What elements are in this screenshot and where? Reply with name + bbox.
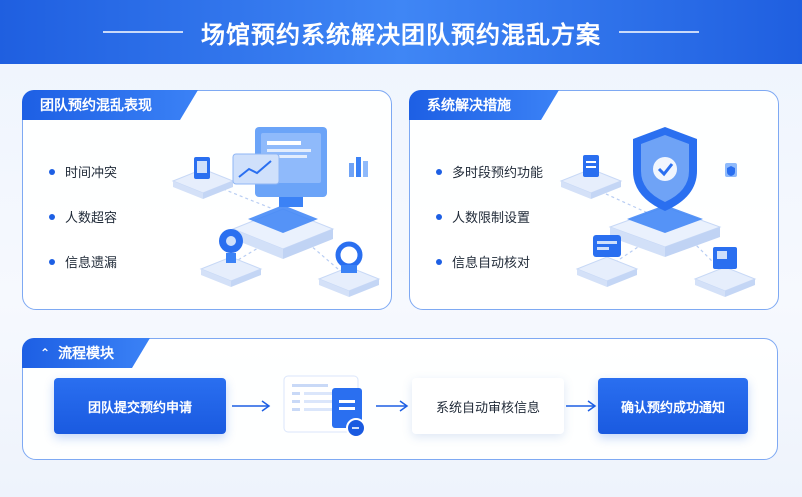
monitor-platform-illustration: [171, 127, 381, 297]
refresh-device-icon: [317, 241, 381, 297]
chart-card-icon: [232, 153, 280, 185]
problem-item-over-capacity: 人数超容: [49, 194, 117, 239]
flow-step-auto-review: 系统自动审核信息: [412, 378, 564, 434]
problems-panel: 团队预约混乱表现 时间冲突 人数超容 信息遗漏: [22, 90, 392, 310]
shield-check-icon: [633, 127, 697, 211]
problems-panel-title: 团队预约混乱表现: [22, 90, 198, 120]
problem-item-time-conflict: 时间冲突: [49, 149, 117, 194]
title-rule-left: [103, 31, 183, 33]
flow-panel-title: ⌃ 流程模块: [22, 338, 150, 368]
problem-item-info-missing: 信息遗漏: [49, 239, 117, 284]
solution-item-auto-check: 信息自动核对: [436, 239, 543, 284]
solutions-list: 多时段预约功能 人数限制设置 信息自动核对: [436, 149, 543, 284]
document-device-icon: [559, 155, 623, 199]
solutions-panel-title: 系统解决措施: [409, 90, 559, 120]
problems-list: 时间冲突 人数超容 信息遗漏: [49, 149, 117, 284]
bar-chart-icon: [349, 157, 368, 177]
phone-device-icon: [171, 157, 235, 199]
header-banner: 场馆预约系统解决团队预约混乱方案: [0, 0, 802, 64]
flow-arrow-3: [566, 400, 597, 412]
small-shield-icon: [725, 163, 737, 177]
shield-base-platform: [608, 205, 722, 257]
shield-check-device-icon: [199, 229, 263, 287]
chevron-up-icon: ⌃: [40, 346, 51, 360]
flow-step-submit: 团队提交预约申请: [54, 378, 226, 434]
shield-platform-illustration: [559, 127, 757, 297]
flow-step-confirm-notify: 确认预约成功通知: [598, 378, 748, 434]
main-platform: [231, 205, 335, 259]
card-device-icon: [575, 235, 639, 287]
box-device-icon: [693, 247, 757, 297]
flow-panel-title-label: 流程模块: [58, 346, 115, 362]
solution-item-capacity-limit: 人数限制设置: [436, 194, 543, 239]
form-submit-icon: [283, 375, 366, 438]
title-rule-right: [619, 31, 699, 33]
solution-item-multi-slot: 多时段预约功能: [436, 149, 543, 194]
page-title: 场馆预约系统解决团队预约混乱方案: [201, 20, 601, 49]
flow-arrow-1: [232, 400, 271, 412]
flow-arrow-2: [376, 400, 409, 412]
solutions-panel: 系统解决措施 多时段预约功能 人数限制设置 信息自动核对: [409, 90, 779, 310]
